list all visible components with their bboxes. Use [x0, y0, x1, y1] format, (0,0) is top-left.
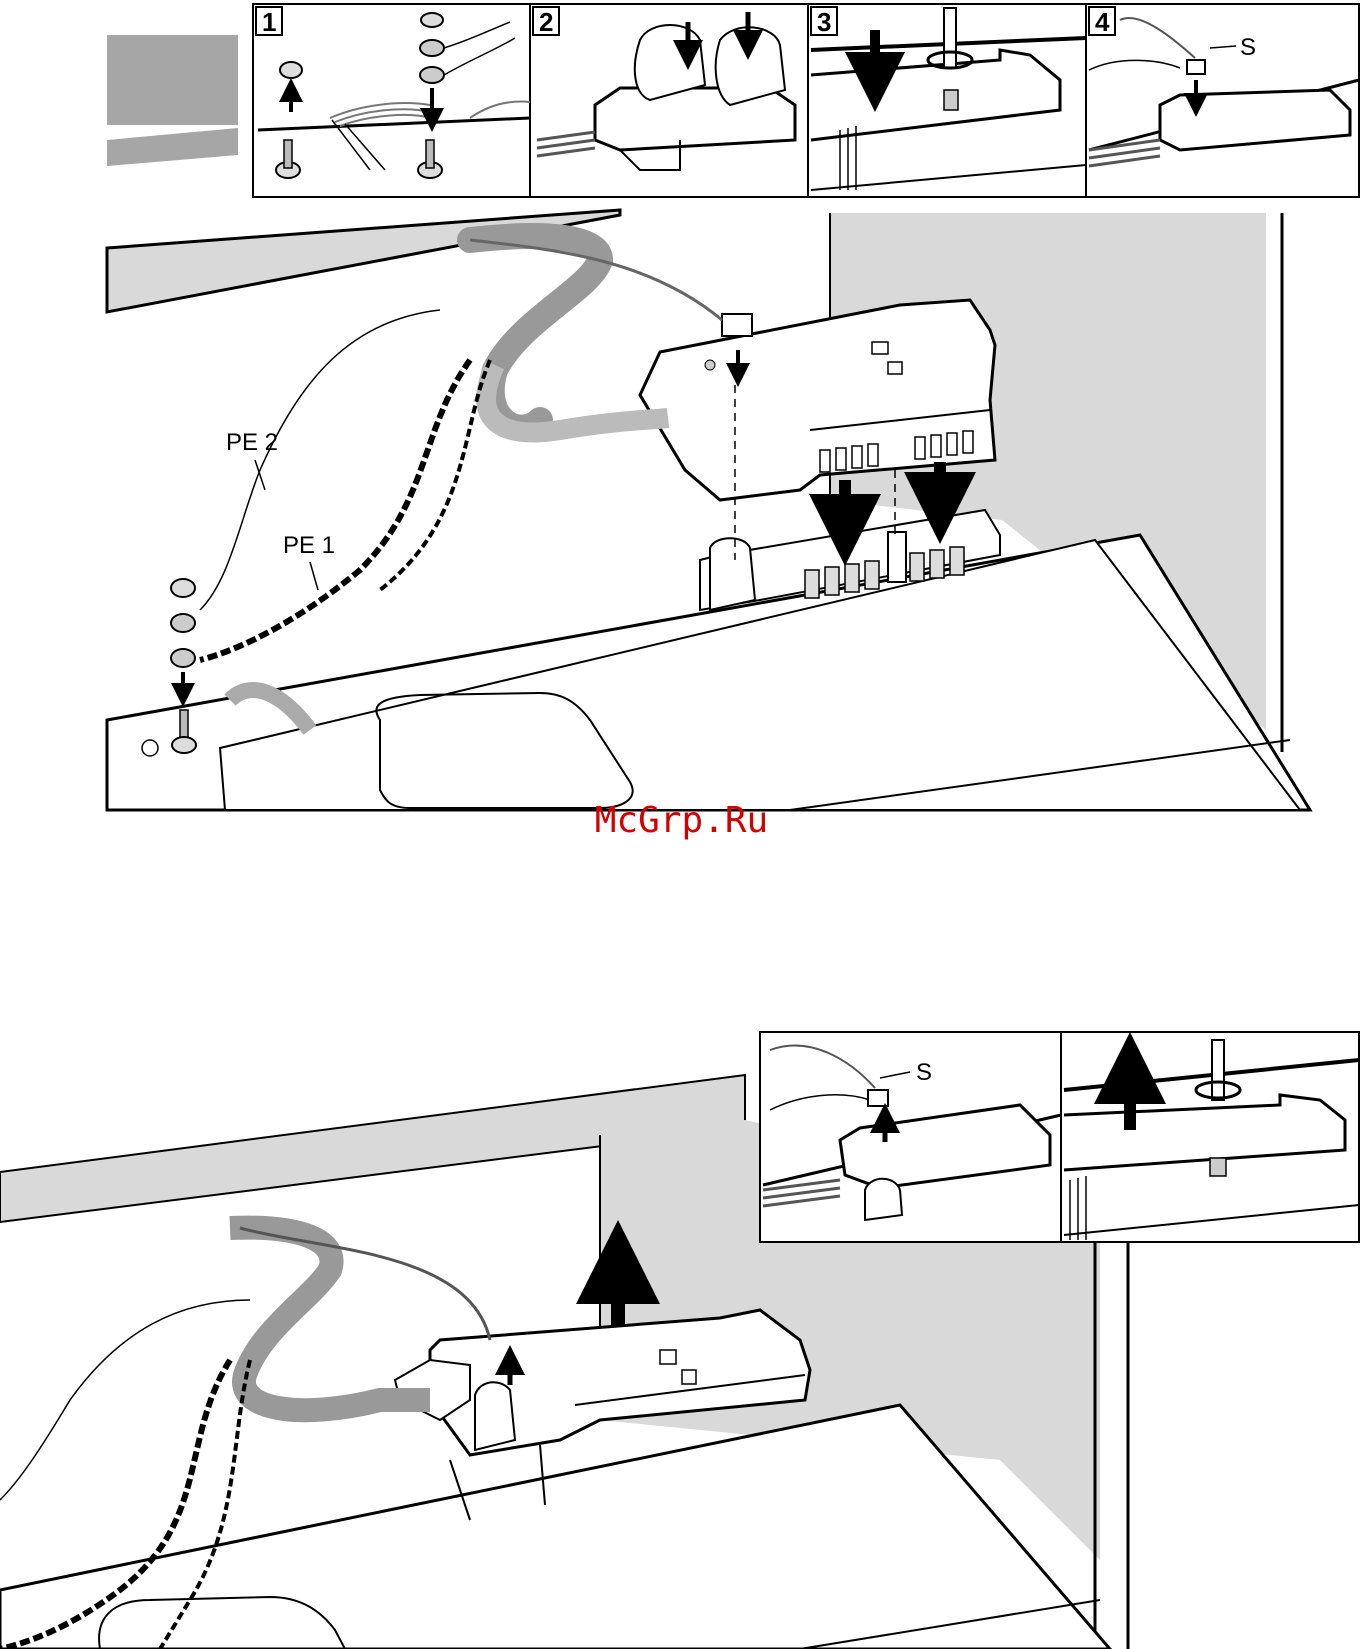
plug-s-icon — [1187, 60, 1205, 74]
pe1-label: PE 1 — [283, 532, 335, 559]
connector-plug — [722, 314, 752, 336]
inset-s-label: S — [916, 1059, 932, 1086]
wall-swatch-strip — [107, 128, 238, 166]
step-4-s-label: S — [1240, 34, 1256, 61]
removal-insets: S — [760, 1032, 1359, 1242]
plug-s-icon — [868, 1090, 888, 1106]
step-strip: 1 2 — [107, 4, 1359, 197]
pe2-label: PE 2 — [226, 429, 278, 456]
hand-icon-left — [635, 25, 705, 100]
step-1-number: 1 — [262, 7, 276, 37]
step-2-number: 2 — [539, 7, 553, 37]
screwdriver-icon — [1212, 1040, 1224, 1100]
control-module — [595, 88, 795, 150]
step-3-number: 3 — [817, 7, 831, 37]
nut-icon — [171, 579, 195, 597]
watermark-text: McGrp.Ru — [0, 800, 1363, 841]
nut-icon — [280, 62, 302, 78]
step-4-number: 4 — [1095, 7, 1110, 37]
wall-swatch-dark — [107, 35, 238, 125]
pe2-wire — [200, 310, 440, 610]
connector-plug — [475, 1382, 515, 1450]
screwdriver-icon — [944, 8, 956, 68]
main-drawing-top: PE 2 PE 1 — [107, 210, 1310, 810]
pe1-wire — [200, 360, 470, 660]
